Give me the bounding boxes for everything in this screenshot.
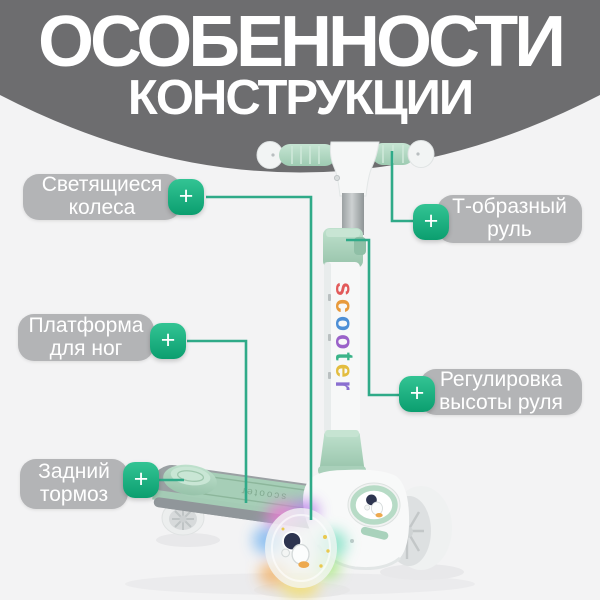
callout-label: тормоз <box>39 483 109 506</box>
plus-button-foot-platform[interactable]: + <box>150 323 186 359</box>
plus-icon: + <box>133 464 149 493</box>
header-banner <box>0 0 600 173</box>
stem-text: scooter <box>330 282 358 393</box>
callout-label: для ног <box>49 336 123 360</box>
callout-glowing-wheels: Светящиеся колеса <box>23 174 181 220</box>
height-clamp <box>323 228 363 268</box>
plus-button-height-adjustment[interactable]: + <box>399 376 435 412</box>
plus-button-rear-brake[interactable]: + <box>123 462 159 498</box>
callout-line-height-adjustment <box>346 238 399 397</box>
callout-label: высоты руля <box>439 391 563 414</box>
callout-label: Регулировка <box>439 368 563 392</box>
plus-button-glowing-wheels[interactable]: + <box>168 179 204 215</box>
page-title-line2: КОНСТРУКЦИИ <box>127 71 474 125</box>
page-title-line1: ОСОБЕННОСТИ <box>38 2 566 82</box>
callout-label: руль <box>487 218 532 241</box>
plus-icon: + <box>178 181 194 210</box>
callout-label: Светящиеся <box>41 173 163 197</box>
star-dots <box>281 527 330 568</box>
callout-line-t-handlebar <box>390 151 414 223</box>
stem: scooter <box>318 193 366 475</box>
callout-label: Т-образный <box>452 195 567 219</box>
plus-icon: + <box>423 206 439 235</box>
callout-label: Платформа <box>28 313 144 337</box>
callout-foot-platform: Платформа для ног <box>18 314 154 361</box>
callout-t-handlebar: Т-образный руль <box>437 195 582 243</box>
callout-label: Задний <box>38 460 110 484</box>
plus-icon: + <box>409 378 425 407</box>
callout-line-glowing-wheels <box>206 195 313 520</box>
callout-height-adjustment: Регулировка высоты руля <box>420 369 582 415</box>
callout-line-foot-platform <box>187 339 248 503</box>
rear-wheel <box>161 500 205 536</box>
callout-lines <box>159 151 414 520</box>
callout-rear-brake: Задний тормоз <box>20 459 128 509</box>
callout-label: колеса <box>68 196 136 219</box>
banner-shape <box>0 0 600 173</box>
left-grip <box>279 144 336 166</box>
plus-button-t-handlebar[interactable]: + <box>413 204 449 240</box>
plus-icon: + <box>160 325 176 354</box>
handlebar <box>256 140 435 197</box>
